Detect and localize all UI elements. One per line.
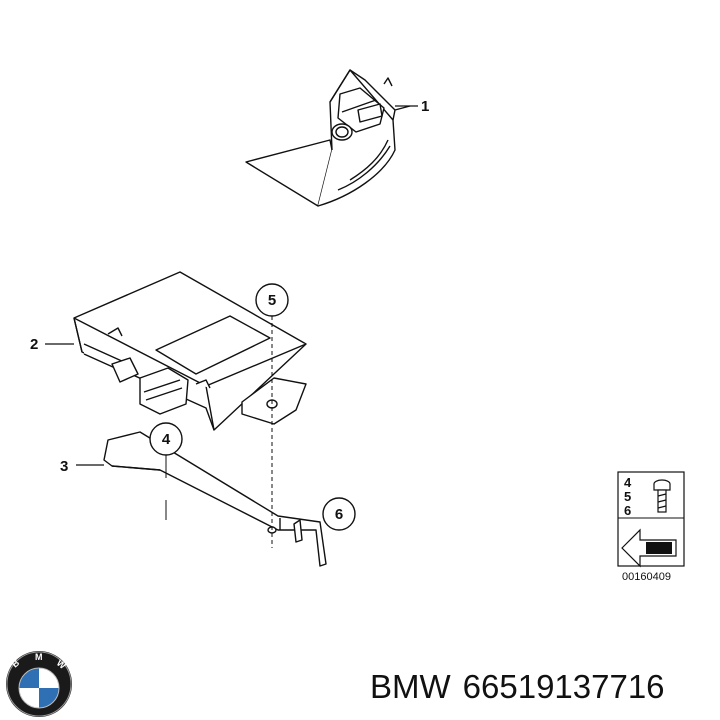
callout-circle-5: 5	[255, 283, 289, 317]
callout-3: 3	[60, 458, 68, 475]
brand-name: BMW	[370, 668, 451, 705]
callout-circle-6: 6	[322, 497, 356, 531]
svg-text:M: M	[35, 652, 43, 662]
diagram-code: 00160409	[622, 571, 671, 583]
legend-num-4: 4	[624, 475, 632, 490]
part-number: 66519137716	[462, 668, 665, 705]
part-number-caption: BMW 66519137716	[370, 664, 715, 710]
legend-box: 4 5 6 00160409	[617, 471, 685, 583]
screw-icon	[653, 479, 671, 513]
part-3-bracket	[103, 431, 327, 567]
callout-1: 1	[421, 98, 429, 115]
part-2-control-unit	[73, 271, 307, 431]
callout-5: 5	[268, 292, 276, 309]
part-1-sensor-bracket	[245, 69, 411, 207]
legend-num-6: 6	[624, 503, 631, 518]
callout-2: 2	[30, 336, 38, 353]
alignment-lines	[165, 316, 273, 548]
callout-6: 6	[335, 506, 343, 523]
svg-text:B: B	[10, 657, 22, 669]
arrow-icon	[621, 528, 677, 568]
legend-num-5: 5	[624, 489, 631, 504]
bmw-logo: B M W	[6, 651, 72, 717]
callout-circle-4: 4	[149, 422, 183, 456]
callout-4: 4	[162, 431, 171, 448]
